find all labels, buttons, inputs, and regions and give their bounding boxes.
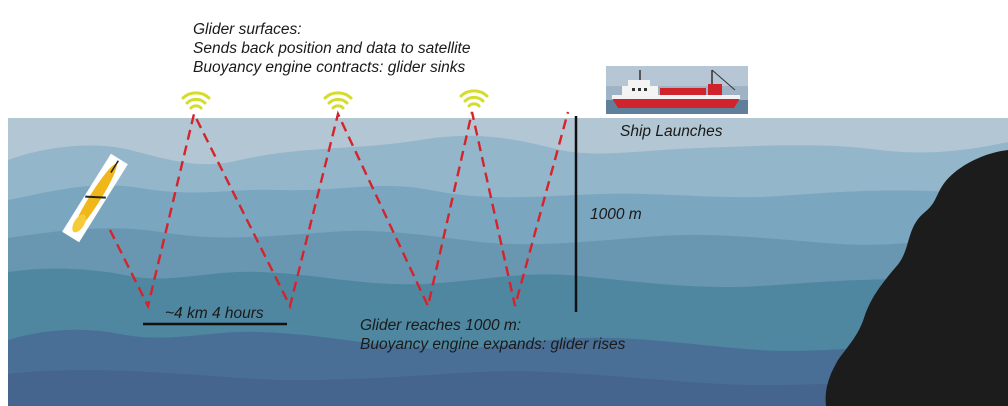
glider-path [108,110,570,310]
distance-scale-label: ~4 km 4 hours [165,305,264,322]
sky [0,0,1008,118]
satellite-signal-icon [181,91,211,110]
ship-icon [606,66,748,114]
surface-caption: Glider surfaces: Sends back position and… [193,20,470,77]
surface-caption-line-1: Glider surfaces: [193,21,302,38]
ship-launches-label: Ship Launches [620,123,723,140]
satellite-signal-icon [459,89,489,108]
water-bottom-band [8,370,1008,406]
rock-cliff [825,150,1008,406]
surface-caption-line-2: Sends back position and data to satellit… [193,40,471,57]
depth-label: 1000 m [590,206,642,223]
bottom-caption-line-1: Glider reaches 1000 m: [360,317,522,334]
bottom-caption-line-2: Buoyancy engine expands: glider rises [360,336,626,353]
satellite-signal-icon [323,91,353,110]
glider-icon [62,153,128,243]
surface-caption-line-3: Buoyancy engine contracts: glider sinks [193,59,466,76]
bottom-caption: Glider reaches 1000 m: Buoyancy engine e… [360,316,625,354]
